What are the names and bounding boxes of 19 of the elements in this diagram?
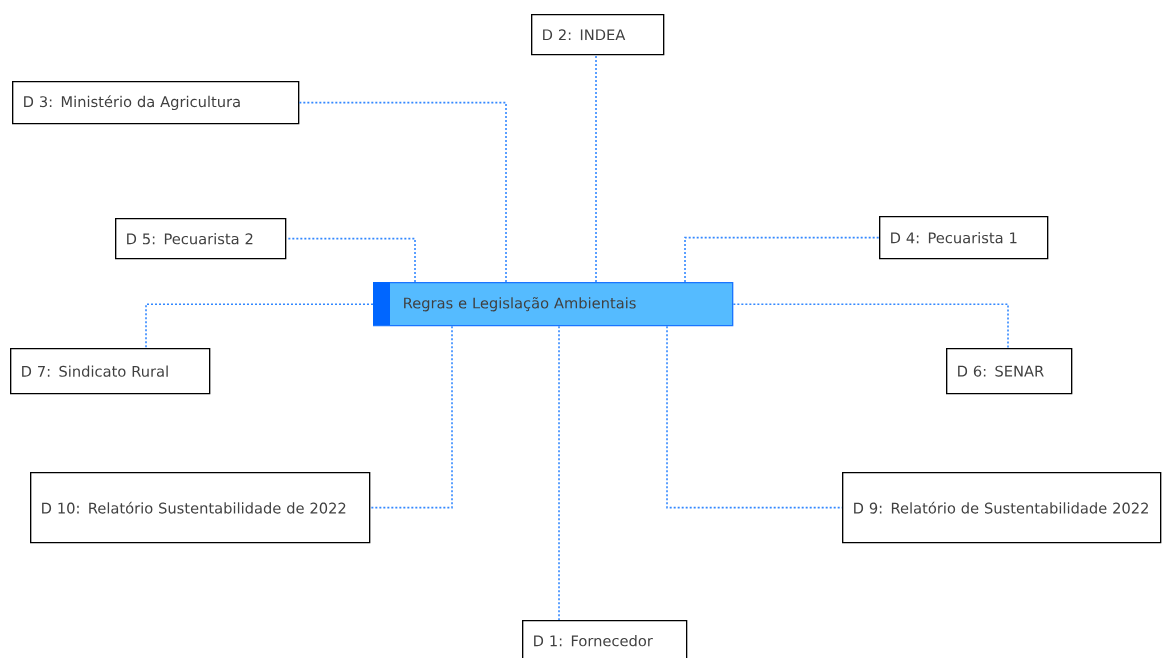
connector bbox=[298, 101, 507, 283]
connector bbox=[595, 54, 597, 283]
connector bbox=[285, 237, 416, 283]
source-box: D 1: Fornecedor bbox=[522, 620, 688, 658]
source-box: D 7: Sindicato Rural bbox=[10, 348, 211, 395]
source-box: D 9: Relatório de Sustentabilidade 2022 bbox=[842, 472, 1162, 544]
connector bbox=[732, 303, 1009, 349]
connector bbox=[369, 325, 453, 509]
connector bbox=[145, 303, 374, 349]
connector bbox=[558, 325, 560, 621]
topic-box: Regras e Legislação Ambientais bbox=[373, 282, 734, 327]
source-box: D 10: Relatório Sustentabilidade de 2022 bbox=[30, 472, 371, 544]
source-box: D 4: Pecuarista 1 bbox=[879, 216, 1049, 260]
source-box: D 5: Pecuarista 2 bbox=[115, 218, 287, 260]
source-box: D 3: Ministério da Agricultura bbox=[12, 81, 300, 125]
source-box: D 2: INDEA bbox=[531, 14, 665, 56]
connector bbox=[666, 325, 843, 509]
source-box: D 6: SENAR bbox=[946, 348, 1073, 395]
connector bbox=[684, 236, 880, 283]
